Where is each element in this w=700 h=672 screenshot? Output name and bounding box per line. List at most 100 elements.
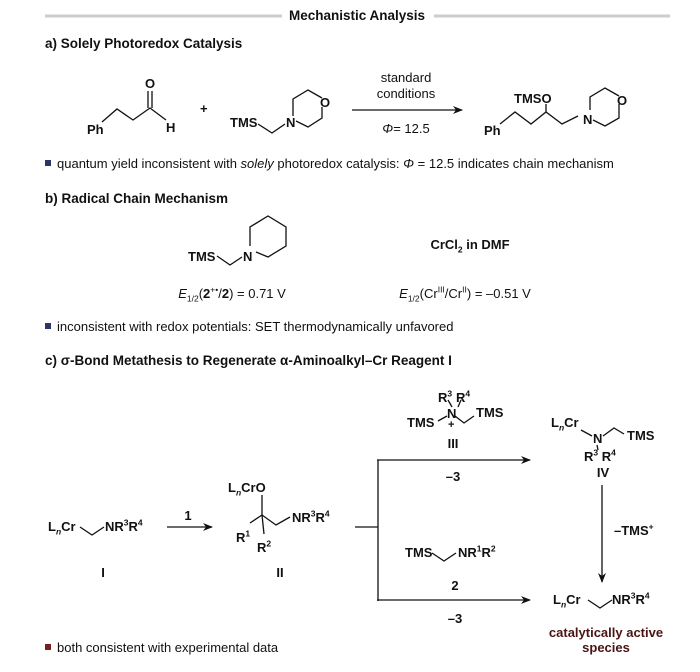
l: L — [48, 519, 56, 534]
sup4: 4 — [137, 517, 143, 528]
radical-cation-sup: +• — [210, 284, 219, 295]
cmpd-IV-r3r4: R3 R4 — [584, 447, 616, 464]
arrow-1-label: 1 — [184, 508, 192, 523]
note-a-italic: solely — [240, 156, 274, 171]
cr: Cr — [566, 592, 581, 607]
e-sub: 1/2 — [407, 293, 420, 304]
down-arrow-label: –TMS+ — [614, 521, 654, 537]
plus-sup: + — [648, 521, 654, 532]
l: L — [553, 592, 561, 607]
nr: NR — [105, 519, 124, 534]
active-species-line1: catalytically active — [548, 625, 664, 640]
note-c: both consistent with experimental data — [45, 641, 278, 654]
sup4: 4 — [644, 590, 650, 601]
sup4: 4 — [611, 447, 616, 458]
e-sub: 1/2 — [186, 293, 199, 304]
r: R — [635, 592, 645, 607]
morpholine-ring — [292, 89, 323, 116]
note-a-phi: Φ — [403, 156, 415, 171]
sup3: 3 — [310, 508, 316, 519]
cmpd-III-r3: R3 — [438, 389, 452, 404]
cmpd-2-tms: TMS — [405, 545, 433, 560]
r: R — [584, 449, 594, 464]
r: R — [257, 540, 267, 555]
nr: NR — [458, 545, 477, 560]
cmpd-IV-lncr: LnCr — [551, 415, 579, 432]
note-a-text1: quantum yield inconsistent with — [57, 156, 241, 171]
cmpd-III-charge: + — [448, 419, 455, 431]
n-sub: n — [235, 487, 242, 498]
product-bonds — [499, 111, 579, 125]
slash: / — [218, 286, 222, 301]
potential-2-value: ) = –0.51 V — [466, 286, 531, 301]
aldehyde-o: O — [145, 76, 156, 91]
l: L — [551, 415, 559, 430]
r: R — [601, 449, 612, 464]
cr: Cr — [61, 519, 76, 534]
note-b: inconsistent with redox potentials: SET … — [45, 320, 453, 333]
aldehyde-ph: Ph — [87, 122, 104, 137]
solvent-text: in DMF — [462, 237, 510, 252]
sup4: 4 — [324, 508, 330, 519]
n-sub: n — [558, 422, 565, 433]
cr-ox-III: III — [437, 284, 445, 295]
cmpd-IV-bonds — [580, 429, 593, 437]
note-a: quantum yield inconsistent with solely p… — [45, 157, 614, 170]
piperidine-ring — [249, 215, 287, 258]
sup2: 2 — [490, 543, 496, 554]
cr-text-2: /Cr — [444, 286, 463, 301]
cmpd-ref: 2 — [203, 286, 211, 301]
active-lncr: LnCr — [553, 592, 581, 609]
potential-2: E1/2(CrIII/CrII) = –0.51 V — [399, 284, 531, 302]
product-morpholine-ring — [589, 87, 620, 110]
top-arrow-label: –3 — [445, 469, 461, 484]
cmpd-II-amine: NR3R4 — [292, 508, 330, 525]
product-o: O — [617, 93, 628, 108]
sup3: 3 — [630, 590, 636, 601]
phi-symbol: Φ — [382, 121, 394, 136]
cmpd-I-left: LnCr — [48, 519, 76, 536]
amine-tms: TMS — [230, 115, 258, 130]
active-species-bonds — [587, 599, 613, 609]
page-title: Mechanistic Analysis — [288, 8, 426, 23]
cmpd-III-tms1: TMS — [407, 415, 435, 430]
cmpd-II-r2: R2 — [257, 539, 271, 555]
piperidine-n: N — [243, 249, 253, 264]
cr: Cr — [564, 415, 579, 430]
n-sub: n — [560, 599, 567, 610]
section-c-heading: c) σ-Bond Metathesis to Regenerate α-Ami… — [45, 353, 452, 368]
product-ph: Ph — [484, 123, 501, 138]
crcl-text: CrCl — [430, 237, 458, 252]
cmpd-IV-tms: TMS — [627, 428, 655, 443]
cmpd-IV-n: N — [593, 431, 603, 446]
cmpd-2-label: 2 — [451, 578, 459, 593]
cmpd-2-bonds — [431, 552, 457, 562]
cmpd-II-r1: R1 — [236, 528, 251, 545]
crcl-sub: 2 — [457, 244, 463, 255]
cr-ox-II: II — [462, 284, 467, 295]
phi-value: = 12.5 — [393, 121, 430, 136]
section-b-heading: b) Radical Chain Mechanism — [45, 191, 229, 206]
r: R — [236, 530, 246, 545]
sup1: 1 — [245, 528, 251, 539]
cmpd-II-bonds — [249, 514, 291, 526]
note-a-text2: photoredox catalysis: — [273, 156, 404, 171]
l: L — [228, 480, 236, 495]
section-a-heading: a) Solely Photoredox Catalysis — [45, 36, 243, 51]
potential-1-value: ) = 0.71 V — [229, 286, 286, 301]
plus-sign: + — [200, 101, 208, 116]
note-b-text: inconsistent with redox potentials: SET … — [57, 319, 454, 334]
sup3: 3 — [123, 517, 129, 528]
piperidine-amine-bonds — [216, 255, 243, 266]
r: R — [315, 510, 325, 525]
amine-o: O — [320, 95, 331, 110]
potential-1: E1/2(2+•/2) = 0.71 V — [178, 284, 286, 302]
cmpd-II-label: II — [276, 565, 284, 580]
cmpd-III-n: N — [447, 406, 457, 421]
sup3: 3 — [593, 447, 599, 458]
cmpd-III-bonds — [437, 415, 448, 422]
amine-bonds — [257, 123, 286, 134]
active-species-line2: species — [582, 640, 630, 655]
cmpd-II-lncro: LnCrO — [228, 480, 266, 497]
